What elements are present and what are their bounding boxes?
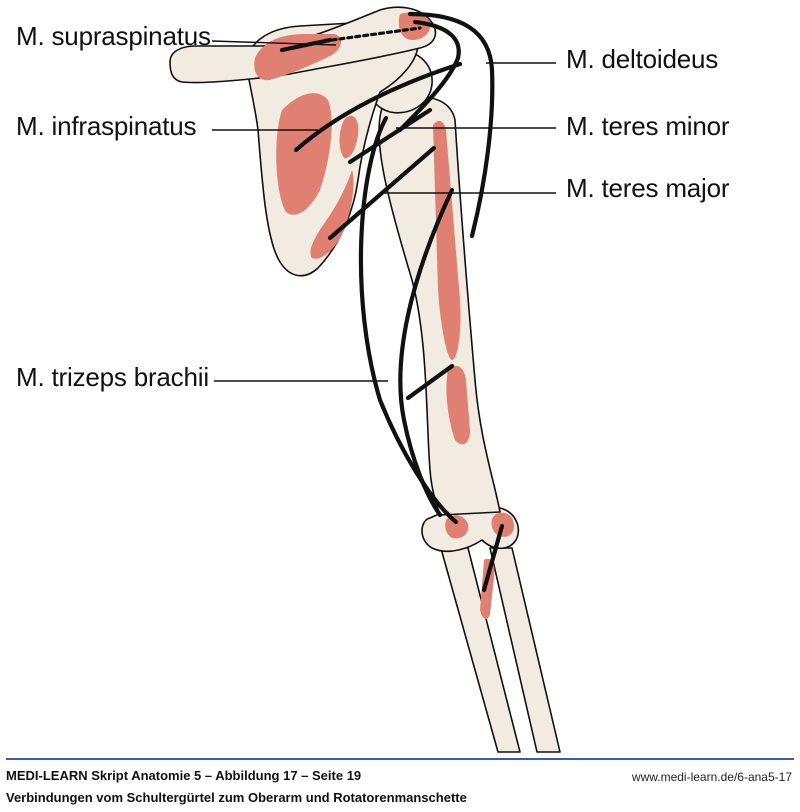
- trizeps-line-medial: [398, 187, 455, 518]
- label-teres-minor: M. teres minor: [566, 111, 730, 141]
- label-infraspinatus: M. infraspinatus: [16, 111, 197, 141]
- supraspinatus-dotted-line: [330, 26, 422, 42]
- infraspinatus-area: [276, 93, 332, 215]
- teres-minor-line: [293, 61, 463, 153]
- scapula-lateral-area: [339, 115, 359, 159]
- trizeps-line-cross: [405, 363, 455, 401]
- leader-supraspinatus: [211, 40, 337, 46]
- forearm-line: [481, 523, 505, 593]
- elbow-muscle-area: [445, 515, 469, 539]
- forearm-insertion-area: [480, 558, 495, 619]
- footer-divider: [6, 758, 794, 760]
- label-trizeps-brachii: M. trizeps brachii: [16, 362, 209, 392]
- supraspinatus-line: [279, 37, 333, 53]
- deltoid-insertion-area: [433, 120, 461, 360]
- label-teres-major: M. teres major: [566, 173, 730, 203]
- brachialis-area: [446, 365, 470, 445]
- footer-url-link[interactable]: www.medi-learn.de/6-ana5-17: [631, 770, 792, 784]
- teres-area: [310, 170, 354, 259]
- figure-caption: Verbindungen vom Schultergürtel zum Ober…: [6, 790, 467, 805]
- label-deltoideus: M. deltoideus: [566, 44, 719, 74]
- leader-lines: [211, 40, 556, 382]
- muscle-areas: [254, 12, 514, 619]
- shoulder-arm-diagram: [169, 6, 561, 753]
- footer-title: MEDI-LEARN Skript Anatomie 5 – Abbildung…: [6, 768, 362, 783]
- infraspinatus-line: [347, 107, 433, 165]
- deltoideus-line-outer: [407, 11, 495, 239]
- supraspinatus-area: [254, 34, 342, 81]
- supraspinatus-insertion-area: [398, 12, 431, 40]
- deltoideus-line-inner: [397, 19, 461, 133]
- bones: [169, 6, 561, 753]
- muscle-lines: [279, 11, 505, 593]
- label-supraspinatus: M. supraspinatus: [16, 21, 211, 51]
